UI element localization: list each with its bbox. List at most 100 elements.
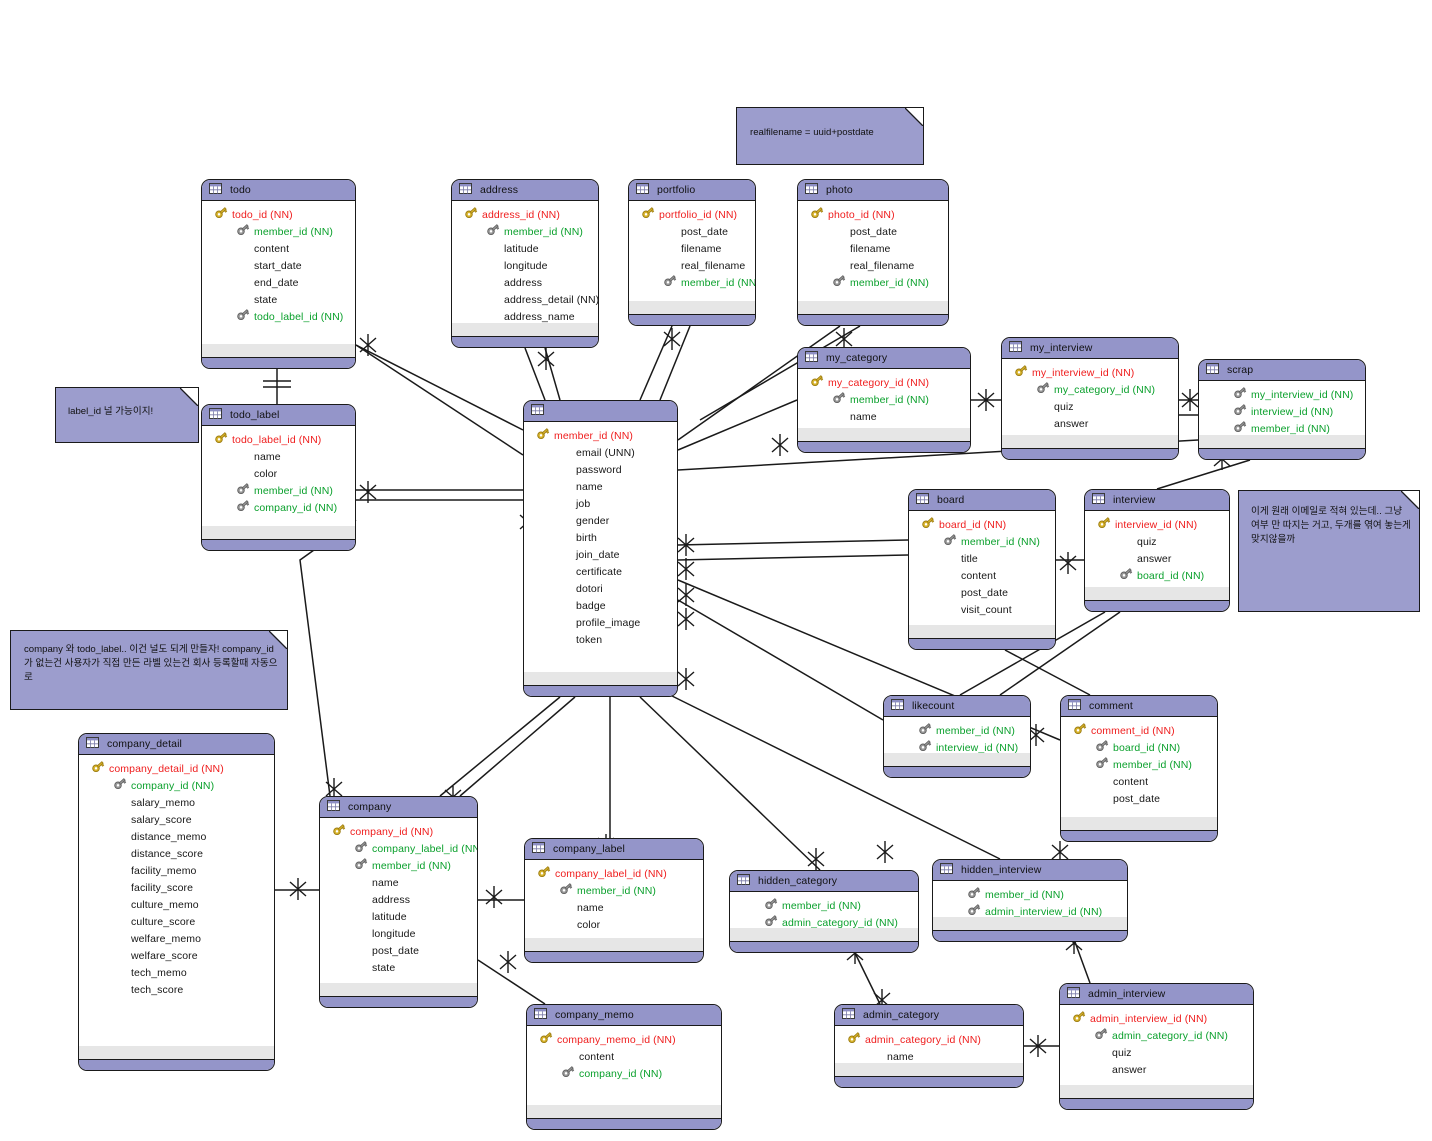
field-row[interactable]: member_id (NN) bbox=[452, 223, 598, 240]
field-row[interactable]: facility_score bbox=[79, 879, 274, 896]
field-row[interactable]: post_date bbox=[909, 584, 1055, 601]
field-row[interactable]: board_id (NN) bbox=[1061, 739, 1217, 756]
field-row[interactable]: content bbox=[202, 240, 355, 257]
field-row[interactable]: company_id (NN) bbox=[320, 823, 477, 840]
table-header[interactable]: portfolio bbox=[629, 180, 755, 201]
field-row[interactable]: quiz bbox=[1002, 398, 1178, 415]
field-row[interactable]: token bbox=[524, 631, 677, 648]
field-row[interactable]: end_date bbox=[202, 274, 355, 291]
field-row[interactable]: member_id (NN) bbox=[730, 897, 918, 914]
table-header[interactable]: address bbox=[452, 180, 598, 201]
field-row[interactable]: post_date bbox=[629, 223, 755, 240]
field-row[interactable]: member_id (NN) bbox=[933, 886, 1127, 903]
field-row[interactable]: color bbox=[202, 465, 355, 482]
sticky-note-note-realfilename[interactable]: realfilename = uuid+postdate bbox=[736, 107, 924, 165]
field-row[interactable]: member_id (NN) bbox=[909, 533, 1055, 550]
field-row[interactable]: name bbox=[202, 448, 355, 465]
field-row[interactable]: address bbox=[320, 891, 477, 908]
field-row[interactable]: portfolio_id (NN) bbox=[629, 206, 755, 223]
field-row[interactable]: answer bbox=[1060, 1061, 1253, 1078]
field-row[interactable]: post_date bbox=[1061, 790, 1217, 807]
field-row[interactable]: address_detail (NN) bbox=[452, 291, 598, 308]
field-row[interactable]: member_id (NN) bbox=[320, 857, 477, 874]
field-row[interactable]: tech_memo bbox=[79, 964, 274, 981]
field-row[interactable]: visit_count bbox=[909, 601, 1055, 618]
table-header[interactable]: todo bbox=[202, 180, 355, 201]
field-row[interactable]: name bbox=[835, 1048, 1023, 1065]
field-row[interactable]: real_filename bbox=[798, 257, 948, 274]
field-row[interactable]: my_interview_id (NN) bbox=[1199, 386, 1365, 403]
table-header[interactable]: company_label bbox=[525, 839, 703, 860]
field-row[interactable]: content bbox=[1061, 773, 1217, 790]
field-row[interactable]: filename bbox=[798, 240, 948, 257]
field-row[interactable]: admin_category_id (NN) bbox=[835, 1031, 1023, 1048]
table-header[interactable]: company_memo bbox=[527, 1005, 721, 1026]
field-row[interactable]: company_detail_id (NN) bbox=[79, 760, 274, 777]
field-row[interactable]: content bbox=[909, 567, 1055, 584]
table-header[interactable]: board bbox=[909, 490, 1055, 511]
table-header[interactable]: admin_interview bbox=[1060, 984, 1253, 1005]
table-header[interactable]: my_interview bbox=[1002, 338, 1178, 359]
field-row[interactable]: job bbox=[524, 495, 677, 512]
table-header[interactable]: company_detail bbox=[79, 734, 274, 755]
field-row[interactable]: gender bbox=[524, 512, 677, 529]
field-row[interactable]: facility_memo bbox=[79, 862, 274, 879]
table-header[interactable]: hidden_interview bbox=[933, 860, 1127, 881]
field-row[interactable]: company_label_id (NN) bbox=[525, 865, 703, 882]
field-row[interactable]: member_id (NN) bbox=[629, 274, 755, 291]
field-row[interactable]: latitude bbox=[320, 908, 477, 925]
field-row[interactable]: state bbox=[320, 959, 477, 976]
table-header[interactable]: photo bbox=[798, 180, 948, 201]
field-row[interactable]: address_id (NN) bbox=[452, 206, 598, 223]
field-row[interactable]: post_date bbox=[798, 223, 948, 240]
field-row[interactable]: company_id (NN) bbox=[527, 1065, 721, 1082]
field-row[interactable]: member_id (NN) bbox=[525, 882, 703, 899]
field-row[interactable]: start_date bbox=[202, 257, 355, 274]
field-row[interactable]: member_id (NN) bbox=[1061, 756, 1217, 773]
field-row[interactable]: content bbox=[527, 1048, 721, 1065]
field-row[interactable]: todo_label_id (NN) bbox=[202, 308, 355, 325]
table-header[interactable]: comment bbox=[1061, 696, 1217, 717]
field-row[interactable]: answer bbox=[1002, 415, 1178, 432]
field-row[interactable]: name bbox=[525, 899, 703, 916]
field-row[interactable]: name bbox=[524, 478, 677, 495]
table-header[interactable]: likecount bbox=[884, 696, 1030, 717]
field-row[interactable]: interview_id (NN) bbox=[1199, 403, 1365, 420]
field-row[interactable]: post_date bbox=[320, 942, 477, 959]
field-row[interactable]: member_id (NN) bbox=[202, 223, 355, 240]
field-row[interactable]: profile_image bbox=[524, 614, 677, 631]
table-header[interactable]: todo_label bbox=[202, 405, 355, 426]
field-row[interactable]: board_id (NN) bbox=[1085, 567, 1229, 584]
table-header[interactable] bbox=[524, 401, 677, 422]
field-row[interactable]: password bbox=[524, 461, 677, 478]
field-row[interactable]: admin_category_id (NN) bbox=[730, 914, 918, 931]
field-row[interactable]: state bbox=[202, 291, 355, 308]
table-header[interactable]: my_category bbox=[798, 348, 970, 369]
table-header[interactable]: scrap bbox=[1199, 360, 1365, 381]
entity-table-scrap[interactable]: scrap my_interview_id (NN)interview_id (N… bbox=[1198, 359, 1366, 460]
field-row[interactable]: distance_score bbox=[79, 845, 274, 862]
field-row[interactable]: admin_interview_id (NN) bbox=[933, 903, 1127, 920]
field-row[interactable]: my_category_id (NN) bbox=[798, 374, 970, 391]
field-row[interactable]: welfare_score bbox=[79, 947, 274, 964]
sticky-note-note-label-id[interactable]: label_id 널 가능이지! bbox=[55, 387, 199, 443]
field-row[interactable]: company_label_id (NN) bbox=[320, 840, 477, 857]
sticky-note-note-company-todo-label[interactable]: company 와 todo_label.. 이건 널도 되게 만들자! com… bbox=[10, 630, 288, 710]
sticky-note-note-email-interview[interactable]: 이게 원래 이메일로 적혀 있는데.. 그냥 여부 만 따지는 거고, 두개를 … bbox=[1238, 490, 1420, 612]
field-row[interactable]: member_id (NN) bbox=[1199, 420, 1365, 437]
table-header[interactable]: hidden_category bbox=[730, 871, 918, 892]
field-row[interactable]: member_id (NN) bbox=[884, 722, 1030, 739]
field-row[interactable]: company_id (NN) bbox=[202, 499, 355, 516]
field-row[interactable]: salary_score bbox=[79, 811, 274, 828]
field-row[interactable]: member_id (NN) bbox=[202, 482, 355, 499]
